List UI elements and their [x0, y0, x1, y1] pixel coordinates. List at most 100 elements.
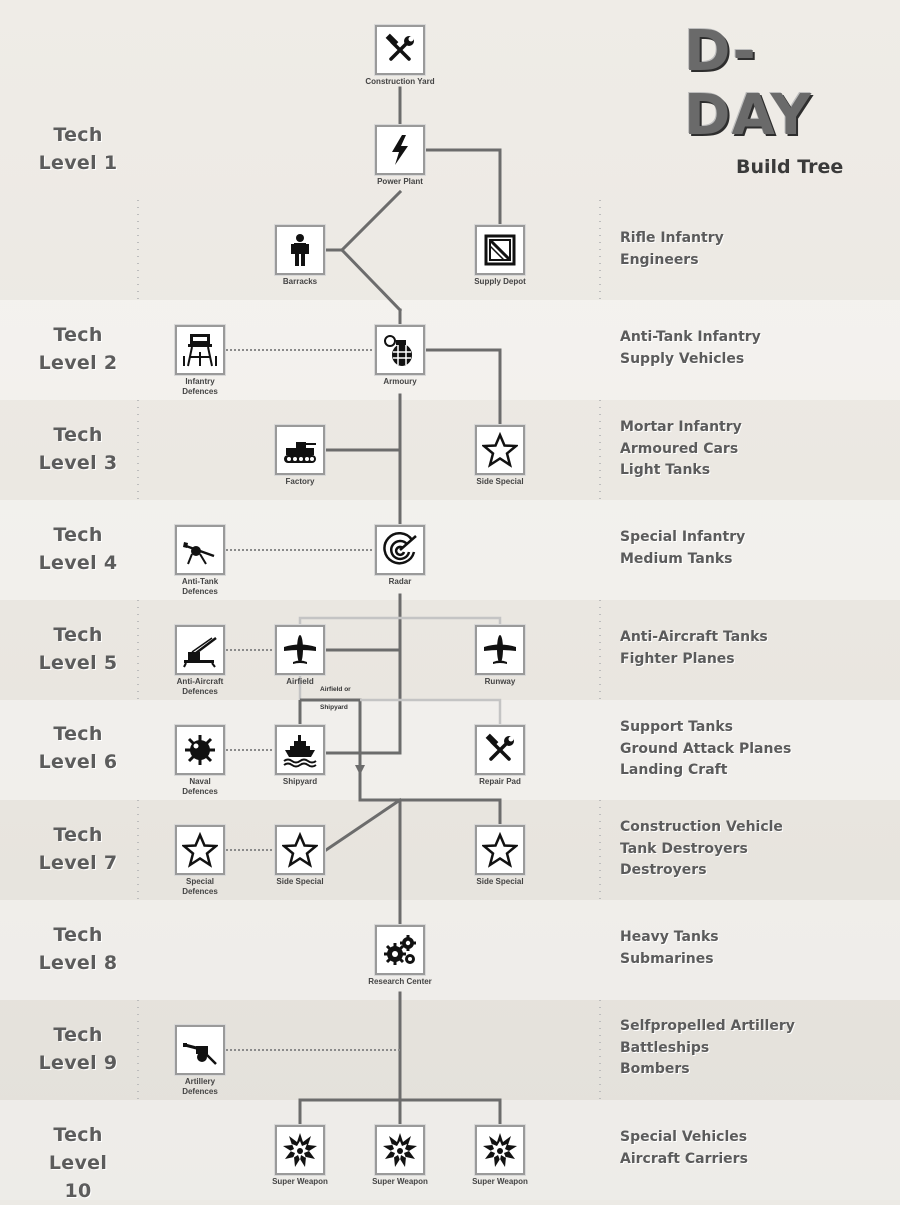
node-barracks[interactable]: Barracks	[275, 225, 325, 286]
unlock-list: Selfpropelled Artillery Battleships Bomb…	[620, 1016, 880, 1081]
unlock-item: Anti-Aircraft Tanks	[620, 629, 768, 645]
unlock-list: Anti-Tank Infantry Supply Vehicles	[620, 327, 880, 370]
unlock-list: Rifle Infantry Engineers	[620, 228, 880, 271]
unlock-item: Bombers	[620, 1061, 690, 1077]
plane-icon	[484, 635, 516, 664]
hammer-wrench-icon	[385, 33, 414, 61]
node-super-weapon[interactable]: Super Weapon	[372, 1125, 428, 1186]
node-supply-depot[interactable]: Supply Depot	[474, 225, 526, 286]
node-runway[interactable]: Runway	[475, 625, 525, 686]
node-shipyard[interactable]: Shipyard	[275, 725, 325, 786]
unlock-item: Construction Vehicle	[620, 819, 783, 835]
unlock-item: Engineers	[620, 251, 699, 268]
unlock-item: Fighter Planes	[620, 650, 735, 667]
node-label: Side Special	[276, 877, 324, 886]
node-label: Infantry Defences	[182, 377, 218, 396]
node-label: Shipyard	[282, 777, 318, 786]
node-super-weapon[interactable]: Super Weapon	[472, 1125, 528, 1186]
unlock-list: Anti-Aircraft Tanks Fighter Planes	[620, 627, 880, 670]
lightning-icon	[392, 135, 408, 165]
tank-icon	[284, 442, 316, 463]
unlock-list: Special Vehicles Aircraft Carriers	[620, 1127, 880, 1170]
node-radar[interactable]: Radar	[375, 525, 425, 586]
node-special-defences[interactable]: Special Defences	[175, 825, 225, 896]
mine-icon	[185, 735, 215, 765]
explosion-icon	[483, 1133, 517, 1167]
node-label: Anti-Aircraft Defences	[176, 677, 224, 696]
node-super-weapon[interactable]: Super Weapon	[272, 1125, 328, 1186]
unlock-item: Battleships	[620, 1039, 710, 1056]
unlock-item: Destroyers	[620, 862, 707, 878]
node-label: Artillery Defences	[182, 1077, 218, 1096]
unlock-item: Anti-Tank Infantry	[620, 329, 761, 345]
node-anti-aircraft-defences[interactable]: Anti-Aircraft Defences	[175, 625, 225, 696]
node-label: Special Defences	[182, 877, 218, 896]
node-infantry-defences[interactable]: Infantry Defences	[175, 325, 225, 396]
node-anti-tank-defences[interactable]: Anti-Tank Defences	[175, 525, 225, 596]
unlock-list: Mortar Infantry Armoured Cars Light Tank…	[620, 417, 880, 482]
node-research-center[interactable]: Research Center	[368, 925, 432, 986]
unlock-item: Tank Destroyers	[620, 840, 748, 857]
node-side-special[interactable]: Side Special	[275, 825, 325, 886]
node-label: Construction Yard	[365, 77, 435, 86]
unlock-list: Heavy Tanks Submarines	[620, 927, 880, 970]
star-icon	[482, 432, 518, 468]
unlock-item: Special Vehicles	[620, 1129, 748, 1145]
node-side-special[interactable]: Side Special	[475, 425, 525, 486]
radar-icon	[383, 532, 417, 565]
watchtower-icon	[183, 334, 217, 367]
unlock-item: Aircraft Carriers	[620, 1150, 748, 1167]
ship-icon	[283, 735, 317, 768]
node-label: Supply Depot	[474, 277, 526, 286]
tier-band	[0, 900, 900, 1000]
unlock-list: Support Tanks Ground Attack Planes Landi…	[620, 717, 880, 782]
star-icon	[482, 832, 518, 868]
title: D-DAY	[684, 19, 813, 148]
unlock-item: Armoured Cars	[620, 440, 739, 457]
gears-icon	[384, 935, 416, 965]
unlock-item: Support Tanks	[620, 719, 733, 735]
node-label: Side Special	[476, 877, 524, 886]
node-repair-pad[interactable]: Repair Pad	[475, 725, 525, 786]
node-label: Research Center	[368, 977, 432, 986]
star-icon	[182, 832, 218, 868]
tier-band	[0, 500, 900, 600]
unlock-item: Medium Tanks	[620, 550, 733, 567]
explosion-icon	[283, 1133, 317, 1167]
node-label: Repair Pad	[479, 777, 521, 786]
branch-note: Shipyard	[320, 704, 348, 711]
node-label: Super Weapon	[372, 1177, 428, 1186]
node-label: Runway	[484, 677, 516, 686]
logo: D-DAY Build Tree	[684, 19, 884, 179]
node-airfield[interactable]: Airfield	[275, 625, 325, 686]
tier-band	[0, 700, 900, 800]
artillery-icon	[183, 1043, 217, 1065]
node-side-special[interactable]: Side Special	[475, 825, 525, 886]
node-label: Radar	[388, 577, 412, 586]
unlock-item: Mortar Infantry	[620, 419, 742, 435]
unlock-item: Heavy Tanks	[620, 929, 719, 945]
plane-icon	[284, 635, 316, 664]
unlock-list: Special Infantry Medium Tanks	[620, 527, 880, 570]
flak-gun-icon	[183, 637, 217, 668]
node-power-plant[interactable]: Power Plant	[375, 125, 425, 186]
node-naval-defences[interactable]: Naval Defences	[175, 725, 225, 796]
node-construction-yard[interactable]: Construction Yard	[365, 25, 435, 86]
node-artillery-defences[interactable]: Artillery Defences	[175, 1025, 225, 1096]
unlock-item: Supply Vehicles	[620, 350, 745, 367]
soldier-icon	[291, 234, 309, 266]
subtitle: Build Tree	[736, 156, 844, 178]
hammer-wrench-icon	[485, 733, 514, 761]
node-factory[interactable]: Factory	[275, 425, 325, 486]
node-armoury[interactable]: Armoury	[375, 325, 425, 386]
node-label: Armoury	[383, 377, 417, 386]
unlock-item: Selfpropelled Artillery	[620, 1018, 795, 1034]
